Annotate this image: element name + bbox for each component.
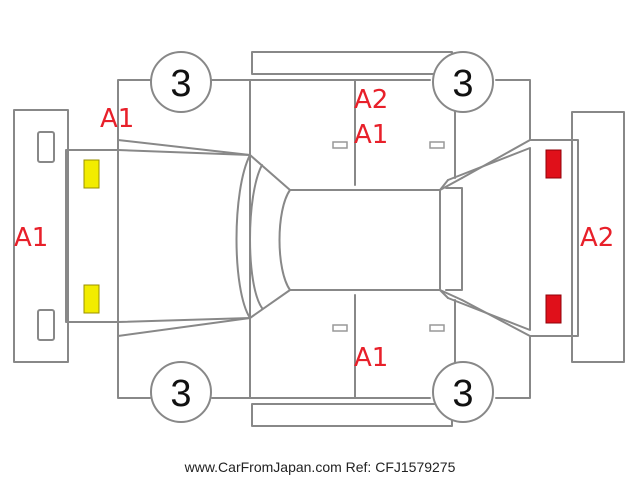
- svg-text:3: 3: [170, 63, 191, 105]
- damage-label-right-side-door: A1: [354, 343, 388, 373]
- reference-footer: www.CarFromJapan.com Ref: CFJ1579275: [184, 459, 456, 475]
- rear-bumper: [571, 111, 625, 363]
- svg-text:3: 3: [452, 63, 473, 105]
- wheel-front-right: 3: [150, 361, 212, 423]
- damage-label-front-bumper: A1: [14, 223, 48, 253]
- svg-text:3: 3: [452, 373, 473, 415]
- car-cabin: [235, 154, 463, 319]
- wheel-rear-right: 3: [432, 361, 494, 423]
- headlight-lower: [83, 284, 100, 314]
- front-bumper: [13, 109, 69, 363]
- wheel-front-left: 3: [150, 51, 212, 113]
- damage-label-roof-lower: A1: [354, 120, 388, 150]
- damage-label-roof-upper: A2: [354, 85, 388, 115]
- svg-text:3: 3: [170, 373, 191, 415]
- damage-label-rear-bumper: A2: [580, 223, 614, 253]
- headlight-upper: [83, 159, 100, 189]
- damage-label-front-left-fender: A1: [100, 104, 134, 134]
- taillight-upper: [545, 149, 562, 179]
- wheel-rear-left: 3: [432, 51, 494, 113]
- taillight-lower: [545, 294, 562, 324]
